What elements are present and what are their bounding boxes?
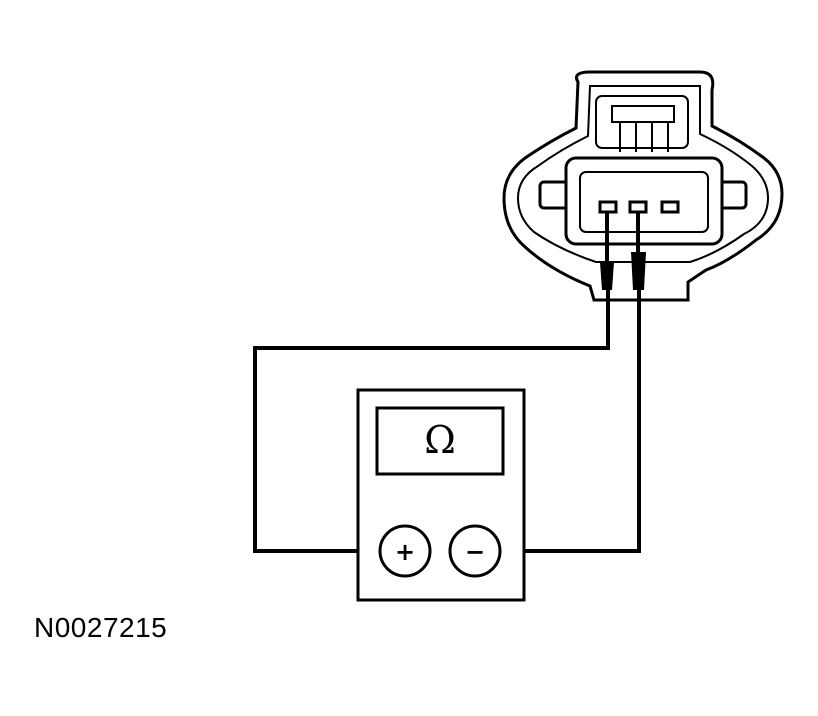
positive-test-lead [253, 290, 610, 553]
terminal-2 [628, 200, 648, 214]
terminal-1 [598, 200, 618, 214]
negative-terminal-label: − [465, 538, 485, 566]
negative-terminal [448, 524, 502, 578]
connector-terminal-cavity [579, 171, 709, 233]
multimeter: Ω + − [356, 388, 526, 602]
connector-lock-latch [611, 105, 675, 123]
ohm-symbol: Ω [424, 418, 456, 462]
terminal-3 [660, 200, 680, 214]
positive-terminal [378, 524, 432, 578]
figure-id: N0027215 [34, 612, 168, 643]
probe-2-body [631, 252, 646, 290]
sensor-connector [502, 70, 784, 302]
negative-test-lead [498, 290, 641, 553]
positive-terminal-label: + [395, 538, 415, 566]
connector-lock-tab [595, 95, 689, 149]
probe-1-body [600, 262, 614, 290]
test-probes [600, 212, 646, 290]
multimeter-display [375, 406, 505, 476]
